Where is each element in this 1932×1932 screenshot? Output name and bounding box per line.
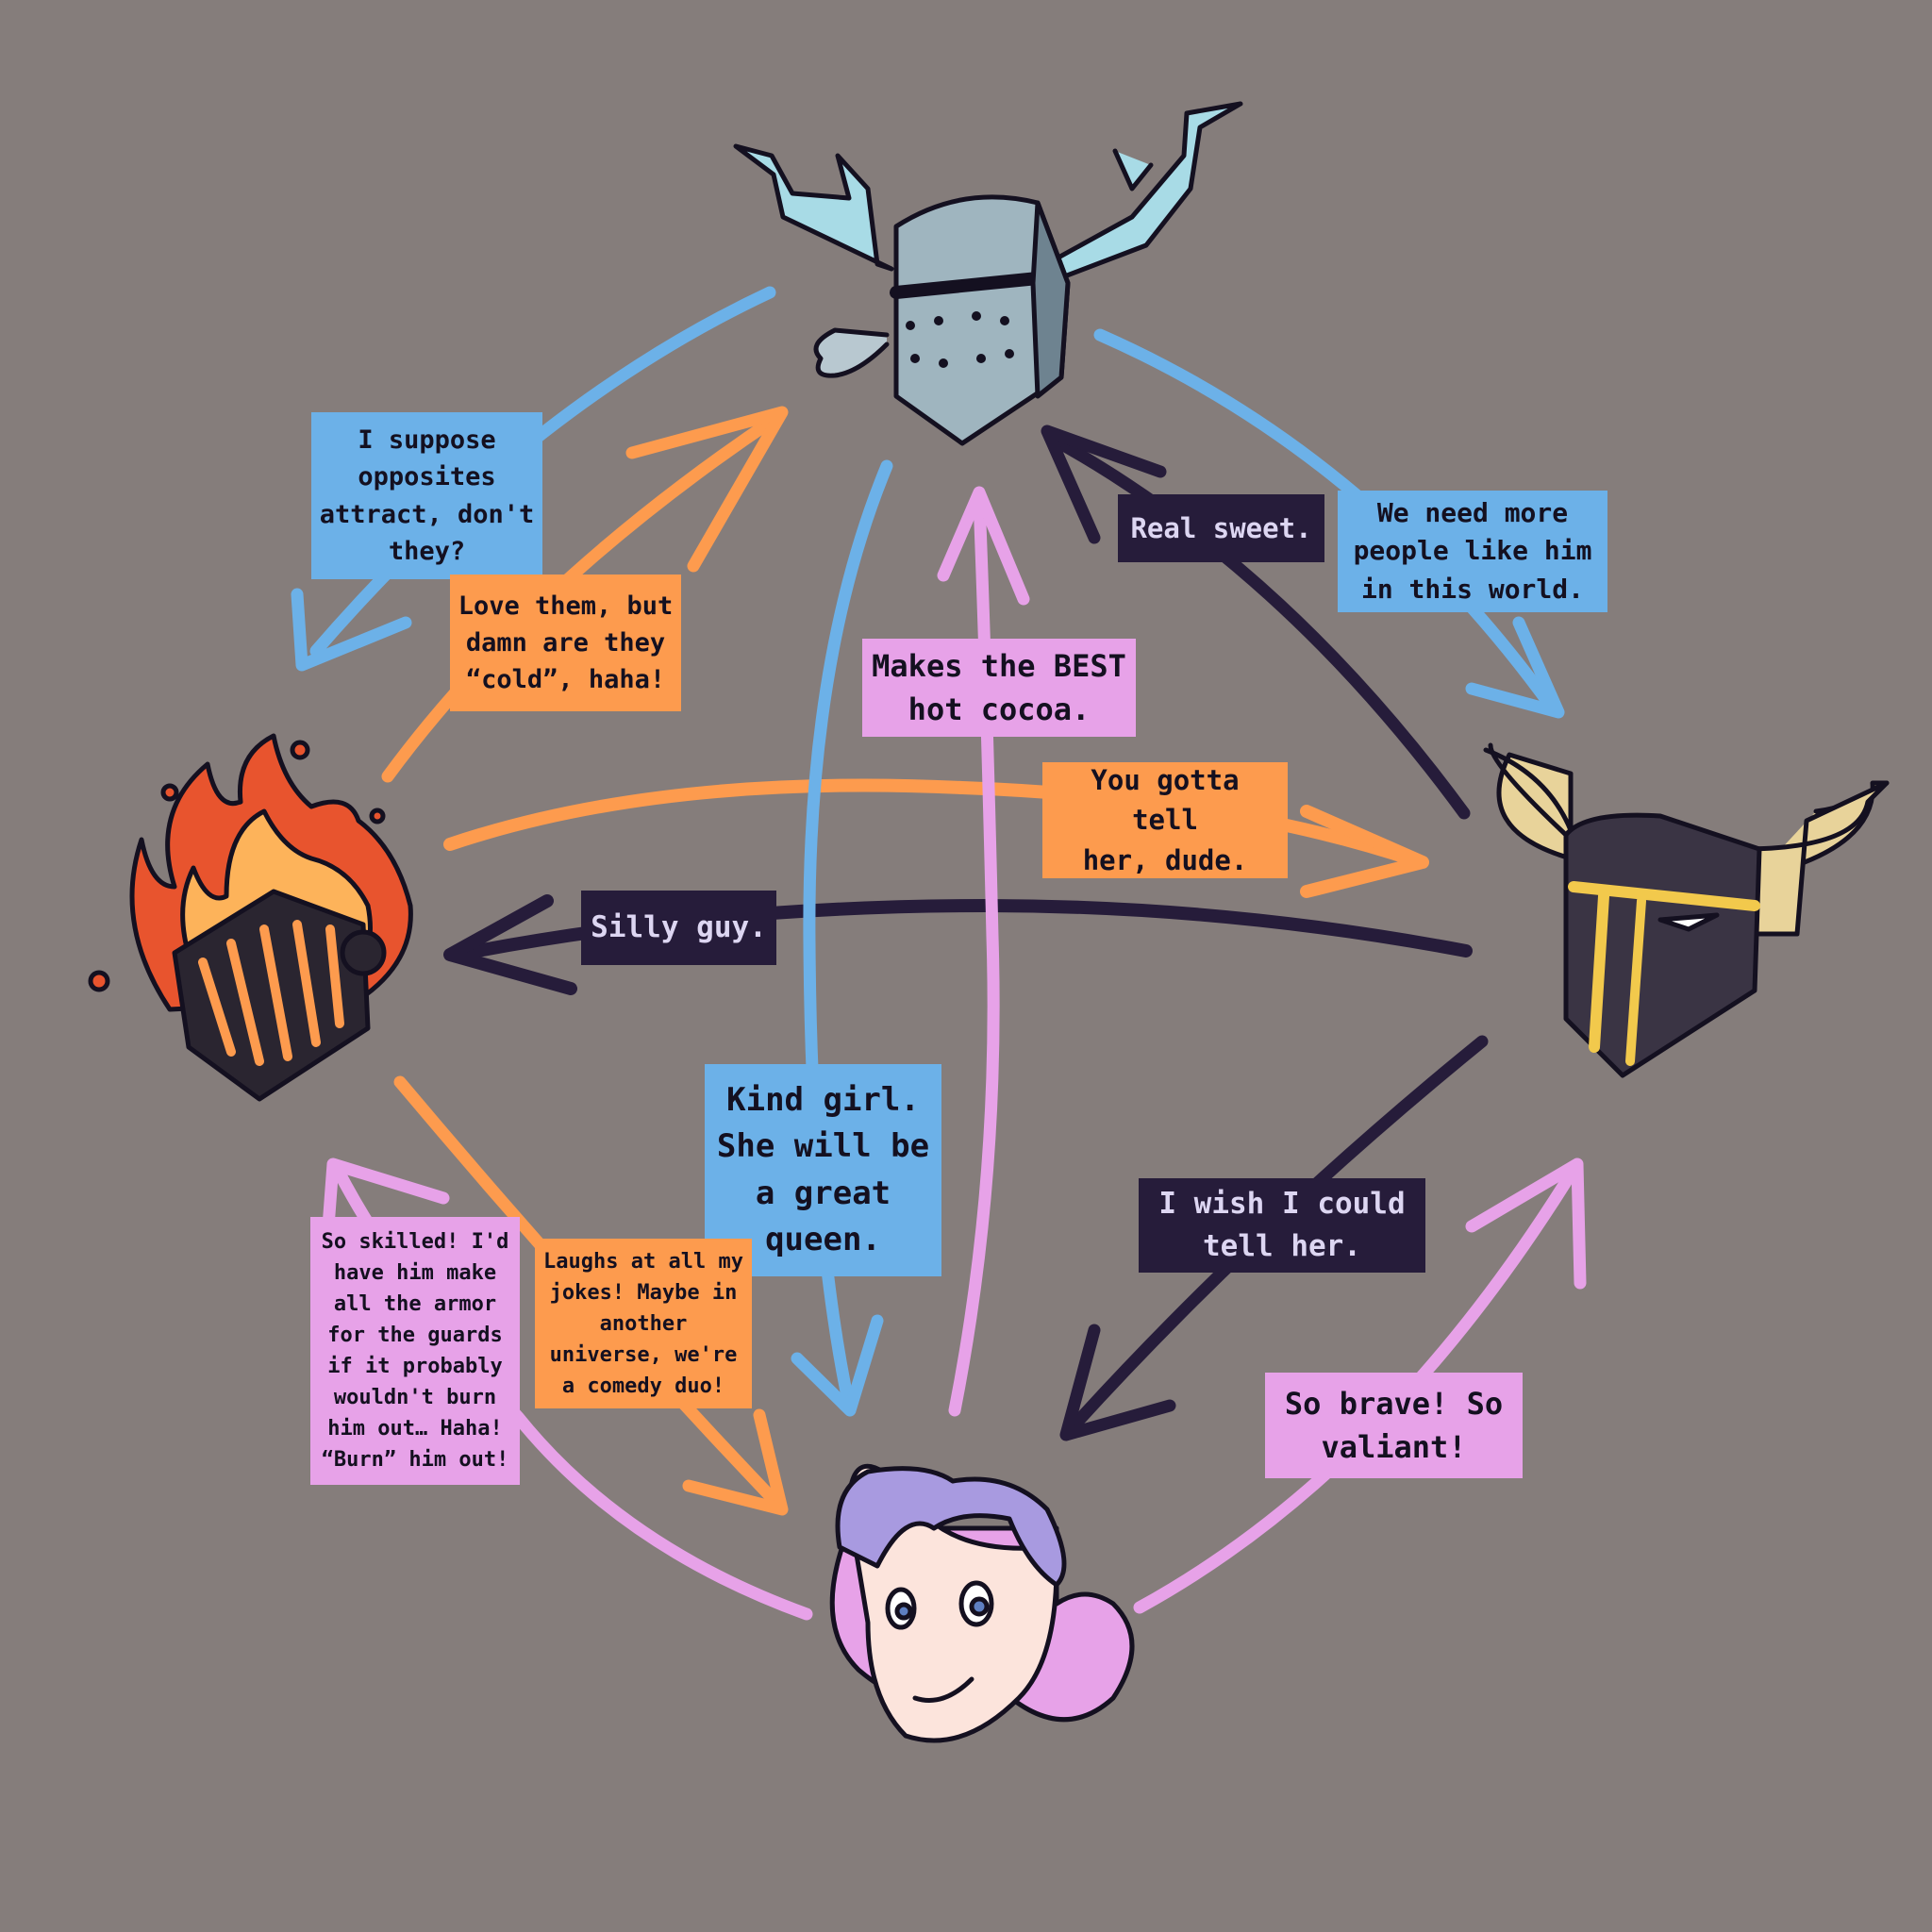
- label-fire-to-dark: You gotta tell her, dude.: [1042, 762, 1288, 878]
- arrow-ice-to-princess: [791, 459, 893, 1417]
- label-ice-to-dark: We need more people like him in this wor…: [1338, 491, 1607, 612]
- label-princess-to-fire: So skilled! I'd have him make all the ar…: [310, 1217, 520, 1485]
- label-fire-to-princess: Laughs at all my jokes! Maybe in another…: [535, 1239, 752, 1408]
- label-dark-to-fire: Silly guy.: [581, 891, 776, 965]
- arrow-princess-to-ice: [937, 486, 1030, 1417]
- horned-ice-helmet-icon: [733, 101, 1243, 446]
- label-princess-to-ice: Makes the BEST hot cocoa.: [862, 639, 1136, 737]
- horned-black-helmet-icon: [1483, 742, 1890, 1078]
- flaming-helmet-icon: [88, 733, 413, 1102]
- arrow-ice-to-dark: [1093, 328, 1565, 719]
- princess-face-icon: [829, 1463, 1135, 1743]
- label-dark-to-ice: Real sweet.: [1118, 494, 1324, 562]
- label-ice-to-fire: I suppose opposites attract, don't they?: [311, 412, 542, 579]
- label-dark-to-princess: I wish I could tell her.: [1139, 1178, 1425, 1273]
- arrow-dark-to-ice: [1041, 425, 1471, 820]
- label-princess-to-dark: So brave! So valiant!: [1265, 1373, 1523, 1478]
- label-fire-to-ice: Love them, but damn are they “cold”, hah…: [450, 575, 681, 711]
